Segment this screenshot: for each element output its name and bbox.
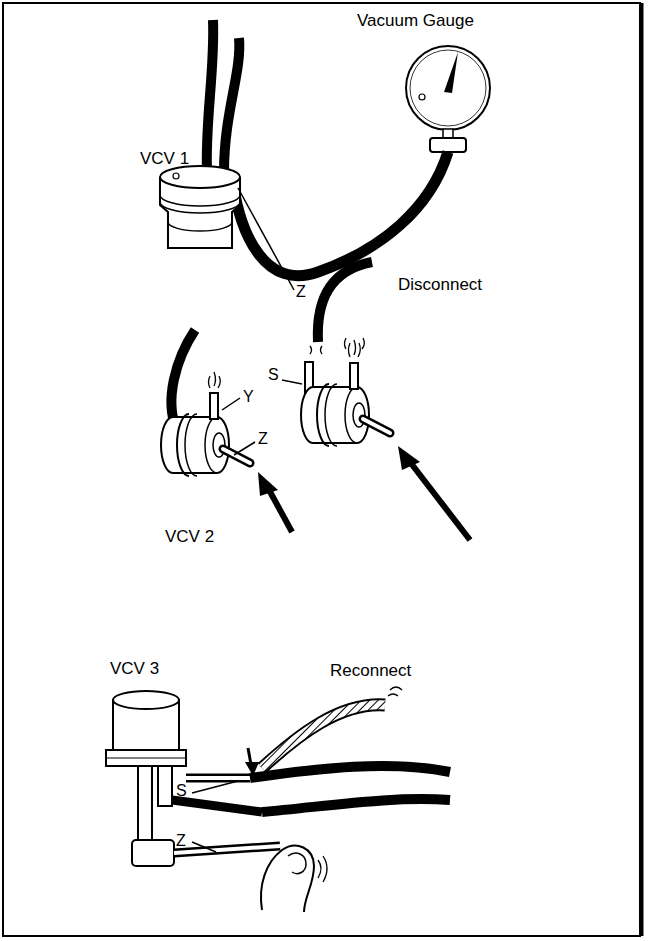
part-letter: Z xyxy=(258,430,268,448)
leader-line xyxy=(282,380,302,384)
vcv2-hose xyxy=(171,330,195,428)
leader-line xyxy=(192,781,238,793)
part-label: VCV 3 xyxy=(110,660,159,679)
figure-frame xyxy=(3,3,640,936)
disconnected-hose xyxy=(318,262,372,342)
part-label: Reconnect xyxy=(330,662,411,681)
vcv2-valve-disconnected xyxy=(301,363,390,446)
vcv1-hoses xyxy=(207,20,448,276)
air-puff xyxy=(310,338,364,357)
part-letter: Z xyxy=(296,283,306,301)
vcv2-valve xyxy=(161,393,250,476)
part-letter: S xyxy=(268,366,279,384)
frame-edge xyxy=(641,3,644,936)
air-puff xyxy=(388,687,402,696)
part-label: VCV 1 xyxy=(140,150,189,169)
push-arrow xyxy=(258,472,292,532)
part-label: VCV 2 xyxy=(165,528,214,547)
vcv1-valve xyxy=(160,166,240,248)
part-letter: Z xyxy=(176,832,186,850)
leader-line xyxy=(234,442,255,455)
reconnect-hose-outline xyxy=(262,705,385,768)
reconnect-arrow-head xyxy=(245,762,259,776)
finger xyxy=(261,846,327,912)
leader-line xyxy=(222,398,240,410)
part-label: Disconnect xyxy=(398,276,482,295)
part-letter: Y xyxy=(243,388,254,406)
vacuum-gauge xyxy=(406,46,490,152)
part-label: Vacuum Gauge xyxy=(357,12,474,31)
air-puff xyxy=(209,372,221,388)
reconnect-hose xyxy=(262,705,385,768)
leader-line xyxy=(238,188,294,290)
hose xyxy=(250,766,450,778)
push-arrow xyxy=(398,446,470,540)
hose xyxy=(262,799,450,812)
part-letter: S xyxy=(176,782,187,800)
leader-line xyxy=(192,842,216,852)
